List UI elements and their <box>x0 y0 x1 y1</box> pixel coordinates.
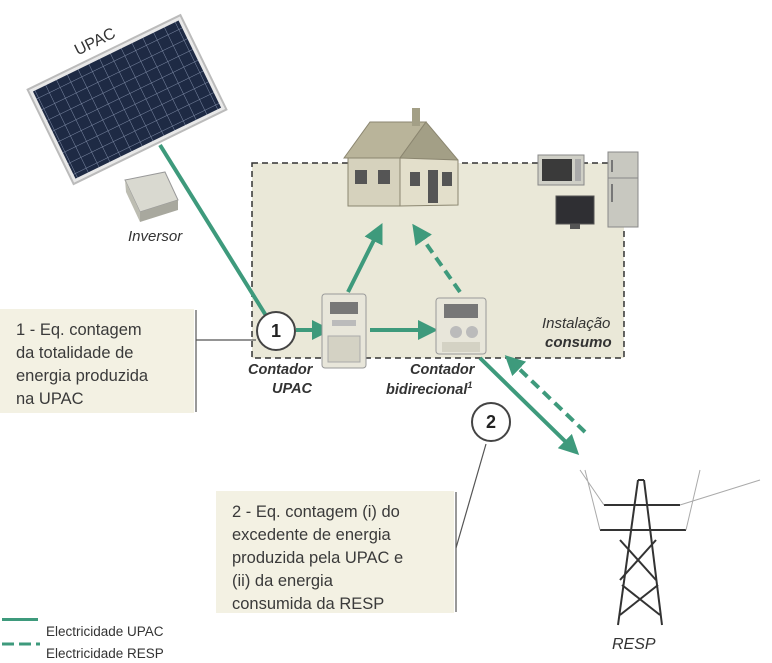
arrow-meter-to-house <box>346 223 383 293</box>
label-contador-bidir-2: bidirecional1 <box>386 380 472 398</box>
note2-line-3: produzida pela UPAC e <box>232 549 404 567</box>
fridge-icon <box>607 151 639 228</box>
label-instalacao: Instalação <box>542 315 611 332</box>
tv-icon <box>555 195 595 229</box>
note1-line-3: energia produzida <box>16 367 149 385</box>
inverter-icon <box>124 171 179 222</box>
note1-line-1: 1 - Eq. contagem <box>16 321 142 339</box>
label-contador-bidir-1: Contador <box>410 362 475 378</box>
note-2: 2 - Eq. contagem (i) do excedente de ene… <box>216 491 454 613</box>
legend-resp-label: Electricidade RESP <box>46 646 164 661</box>
marker-1: 1 <box>256 311 296 351</box>
note2-line-1: 2 - Eq. contagem (i) do <box>232 503 400 521</box>
meter-upac-icon <box>321 293 367 369</box>
label-bidirecional: bidirecional <box>386 381 468 398</box>
pylon-icon <box>579 469 761 626</box>
label-resp: RESP <box>612 636 656 653</box>
upac-line-panel <box>158 143 272 324</box>
legend-solid-line <box>2 618 38 621</box>
house-icon <box>343 108 459 207</box>
microwave-icon <box>537 154 585 186</box>
note1-line-4: na UPAC <box>16 390 84 408</box>
note-1: 1 - Eq. contagem da totalidade de energi… <box>0 309 194 413</box>
connector-note2 <box>455 443 487 549</box>
note2-line-2: excedente de energia <box>232 526 391 544</box>
legend-dashed-line <box>2 642 40 646</box>
solar-panel-icon <box>26 13 228 186</box>
legend-upac-label: Electricidade UPAC <box>46 624 164 639</box>
arrow-resp-to-bidir <box>504 355 587 434</box>
marker-2: 2 <box>471 402 511 442</box>
note2-line-5: consumida da RESP <box>232 595 385 613</box>
arrow-bidir-to-house <box>412 223 462 294</box>
footnote-marker: 1 <box>467 380 473 390</box>
note2-line-4: (ii) da energia <box>232 572 333 590</box>
meter-bidirectional-icon <box>435 297 487 355</box>
note1-line-2: da totalidade de <box>16 344 134 362</box>
label-inversor: Inversor <box>128 228 183 245</box>
label-contador-upac-1: Contador <box>248 362 313 378</box>
arrow-bidir-to-resp <box>478 356 580 455</box>
label-consumo: consumo <box>545 334 612 351</box>
label-contador-upac-2: UPAC <box>272 381 313 397</box>
